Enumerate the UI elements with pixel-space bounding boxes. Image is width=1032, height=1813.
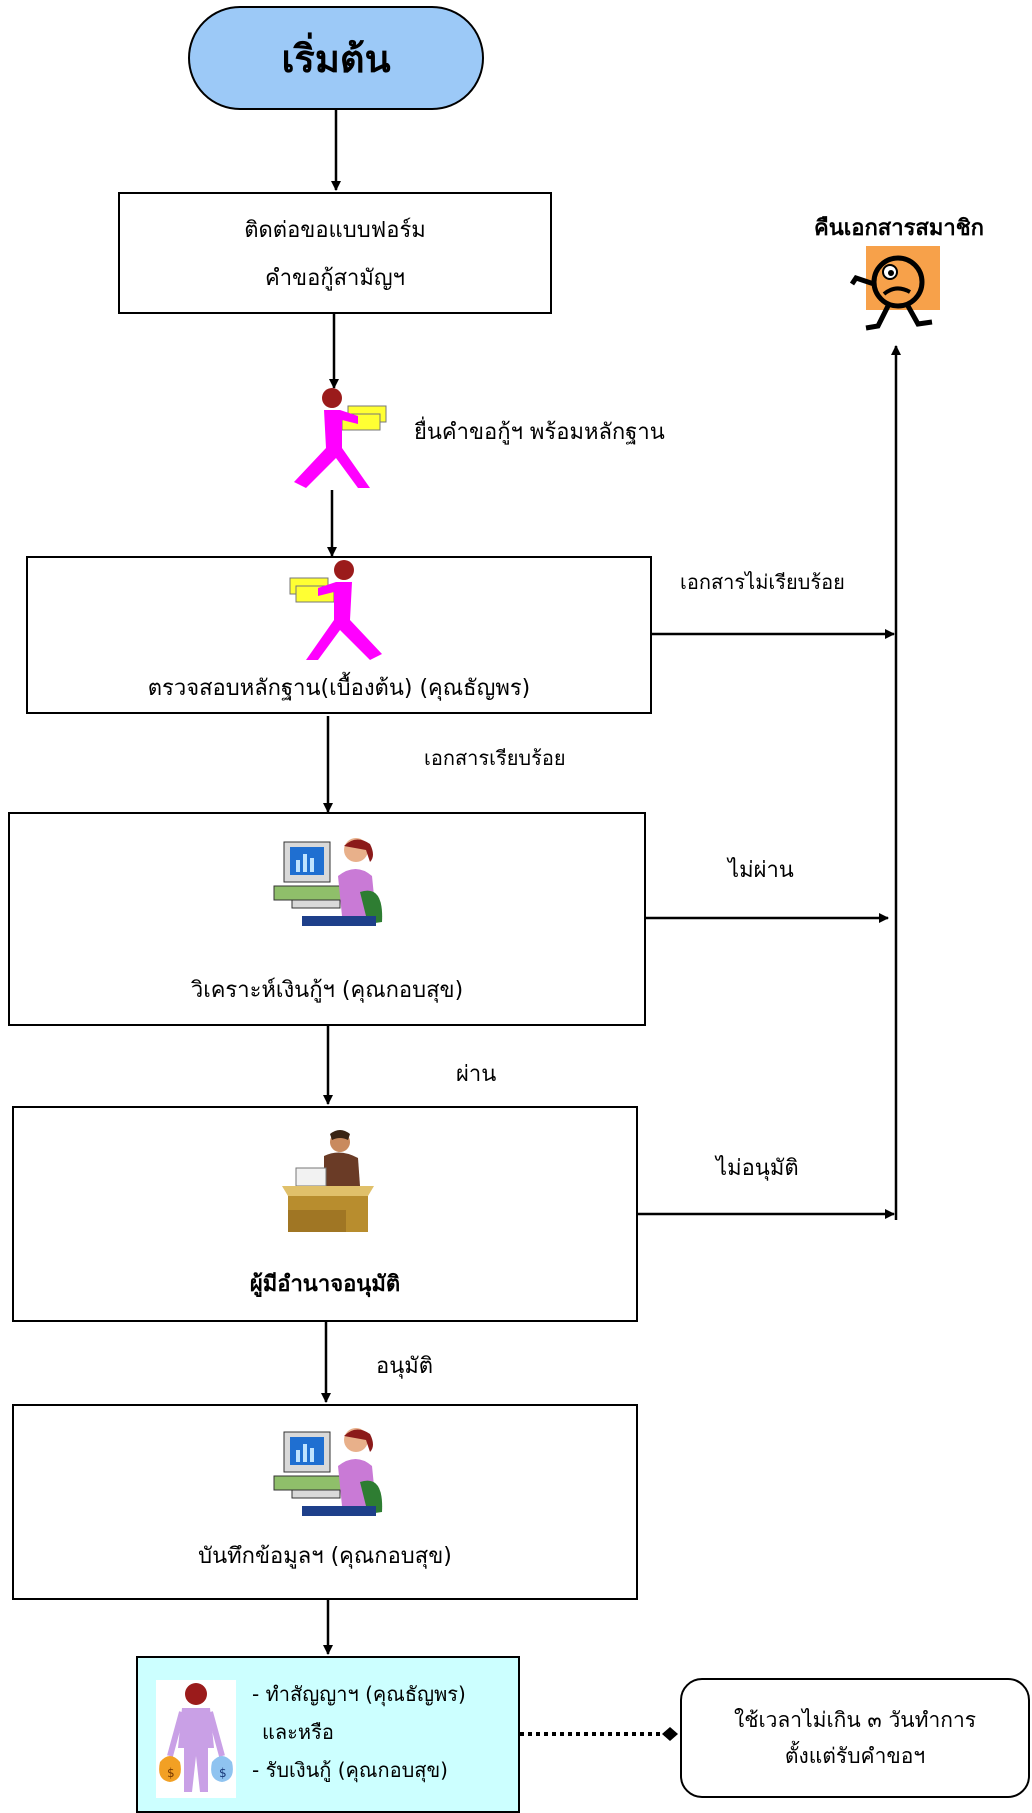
not-approved-label: ไม่อนุมัติ [716, 1156, 799, 1181]
fail-label: ไม่ผ่าน [728, 858, 794, 883]
check-label: ตรวจสอบหลักฐาน(เบื้องต้น) (คุณธัญพร) [147, 676, 531, 701]
computer-operator-icon [273, 838, 383, 926]
analyze-label: วิเคราะห์เงินกู้ฯ (คุณกอบสุข) [190, 978, 464, 1003]
note-line-2: ตั้งแต่รับคำขอฯ [784, 1744, 926, 1768]
time-note: ใช้เวลาไม่เกิน ๓ วันทำการ ตั้งแต่รับคำขอ… [680, 1678, 1030, 1798]
record-label: บันทึกข้อมูลฯ (คุณกอบสุข) [198, 1544, 452, 1569]
final-line-2: และหรือ [262, 1720, 334, 1744]
computer-operator-icon [273, 1428, 383, 1516]
start-label: เริ่มต้น [281, 36, 391, 81]
approver-label: ผู้มีอำนาจอนุมัติ [249, 1272, 401, 1297]
docs-not-ok-label: เอกสารไม่เรียบร้อย [680, 570, 845, 594]
approved-label: อนุมัติ [376, 1354, 434, 1379]
pass-label: ผ่าน [456, 1062, 497, 1087]
final-line-3: - รับเงินกู้ (คุณกอบสุข) [252, 1758, 448, 1782]
walking-person-icon [289, 560, 382, 660]
svg-text:$: $ [219, 1766, 227, 1780]
step-request-form: ติดต่อขอแบบฟอร์ม คำขอกู้สามัญฯ [118, 192, 552, 314]
start-terminal: เริ่มต้น [188, 6, 484, 110]
submit-label: ยื่นคำขอกู้ฯ พร้อมหลักฐาน [414, 420, 665, 445]
step-form-line2: คำขอกู้สามัญฯ [264, 266, 406, 291]
return-docs-label: คืนเอกสารสมาชิก [814, 216, 984, 241]
office-desk-icon [282, 1130, 374, 1232]
step-form-line1: ติดต่อขอแบบฟอร์ม [244, 218, 426, 243]
svg-text:$: $ [167, 1766, 175, 1780]
docs-ok-label: เอกสารเรียบร้อย [424, 746, 566, 770]
note-line-1: ใช้เวลาไม่เกิน ๓ วันทำการ [733, 1708, 977, 1732]
money-bag-person-icon: $ $ [156, 1680, 236, 1798]
upset-face-icon [849, 246, 940, 331]
final-line-1: - ทำสัญญาฯ (คุณธัญพร) [252, 1682, 466, 1706]
walking-person-icon [294, 388, 387, 488]
